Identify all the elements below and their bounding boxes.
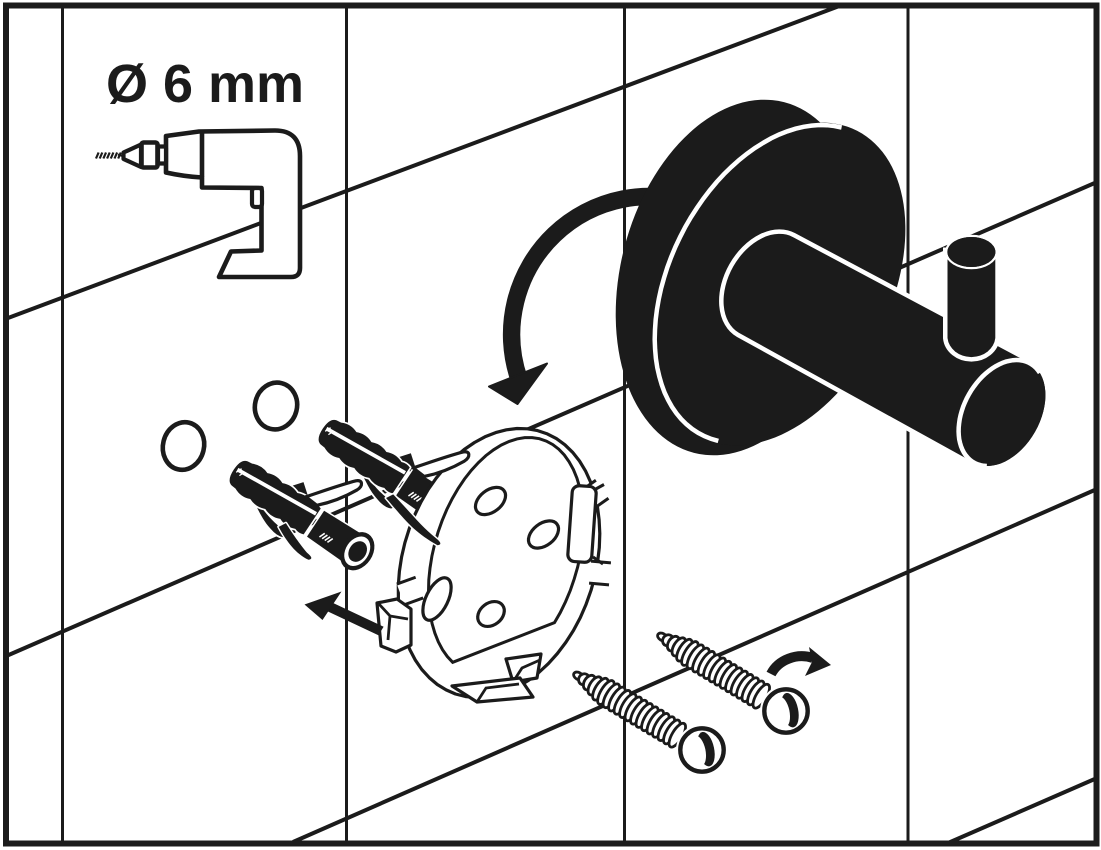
svg-text:Ø 6 mm: Ø 6 mm	[106, 54, 304, 114]
